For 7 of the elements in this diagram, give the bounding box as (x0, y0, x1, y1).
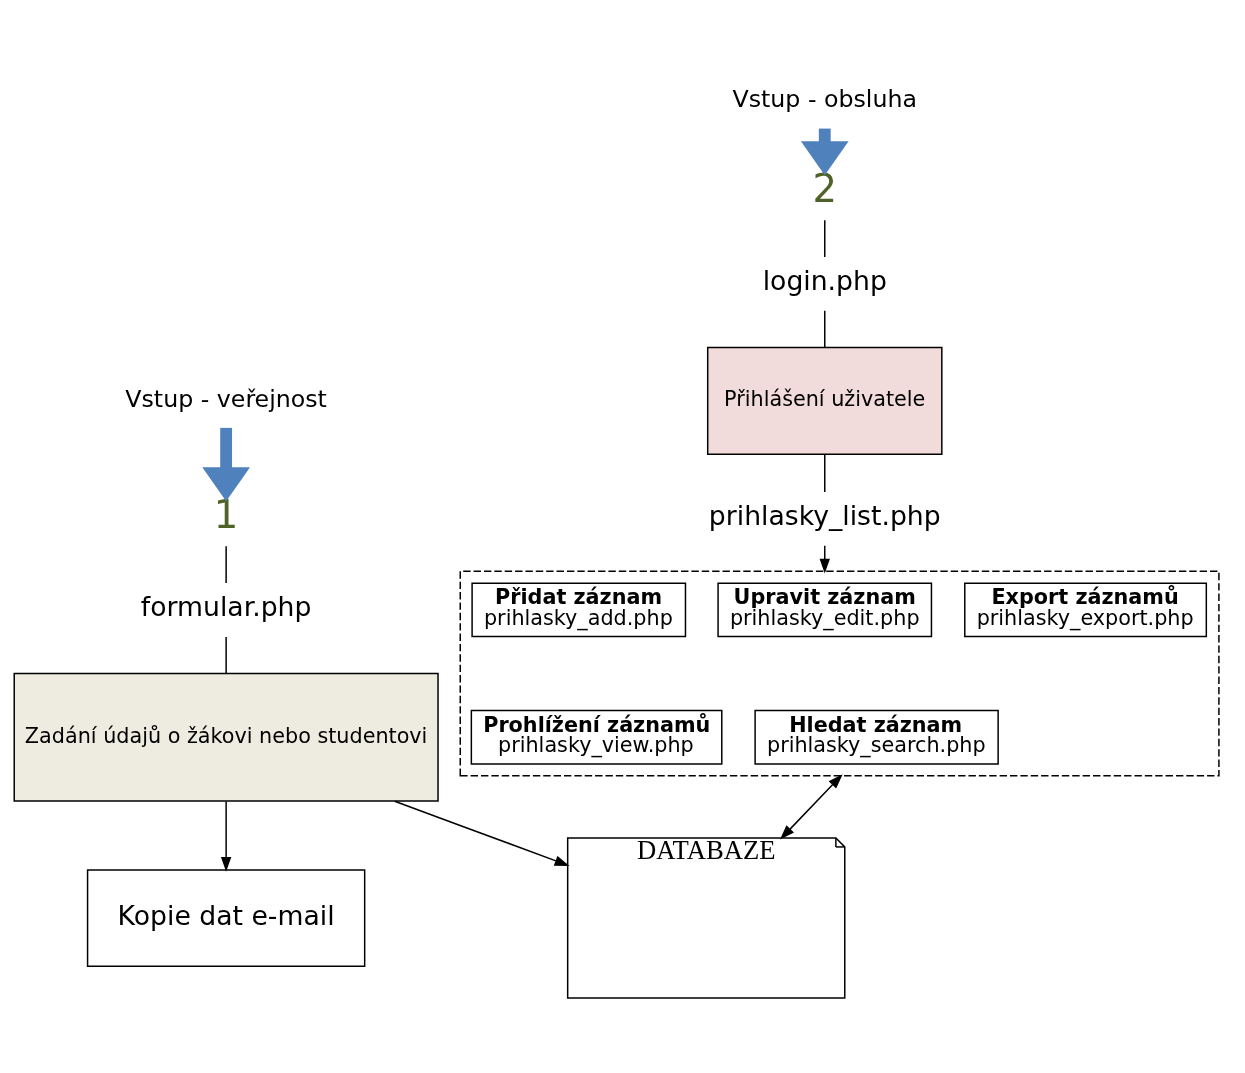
node-text: prihlasky_list.php (708, 500, 941, 532)
node-text: 1 (213, 492, 239, 538)
node-text: Vstup - veřejnost (125, 384, 327, 413)
node-text: formular.php (140, 591, 312, 623)
node-text: Vstup - obsluha (732, 85, 917, 114)
node-text: login.php (762, 265, 887, 297)
node-text: 2 (812, 166, 838, 212)
